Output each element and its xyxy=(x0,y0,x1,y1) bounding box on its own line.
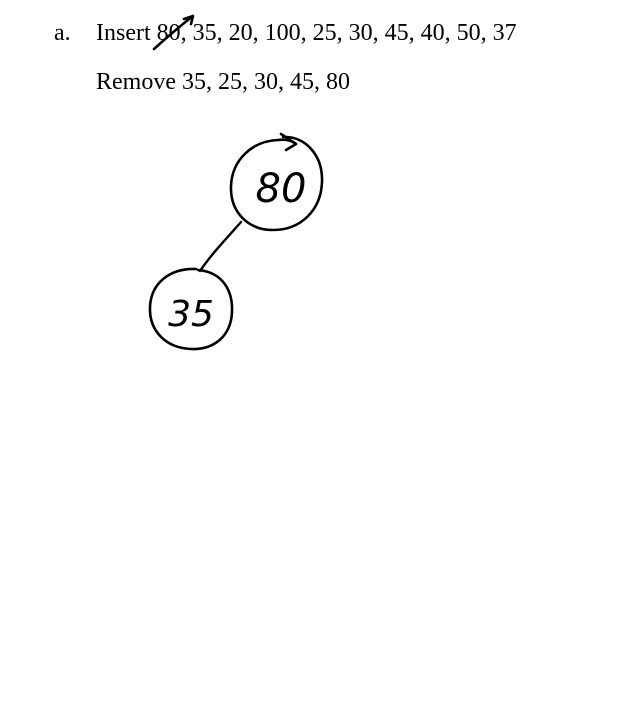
insert-values: , 35, 20, 100, 25, 30, 45, 40, 50, 37 xyxy=(180,20,517,46)
tree-node-left-value: 35 xyxy=(168,294,214,335)
tree-edge-root-left xyxy=(198,220,243,273)
tree-node-left-circle xyxy=(148,267,234,351)
problem-line-insert: a.Insert 80, 35, 20, 100, 25, 30, 45, 40… xyxy=(54,14,517,51)
insert-word: Insert xyxy=(96,20,151,46)
problem-line-remove: Remove 35, 25, 30, 45, 80 xyxy=(96,69,350,95)
tree-node-root-value: 80 xyxy=(256,166,307,212)
problem-label: a. xyxy=(54,20,71,46)
tree-node-root-circle xyxy=(229,132,324,232)
